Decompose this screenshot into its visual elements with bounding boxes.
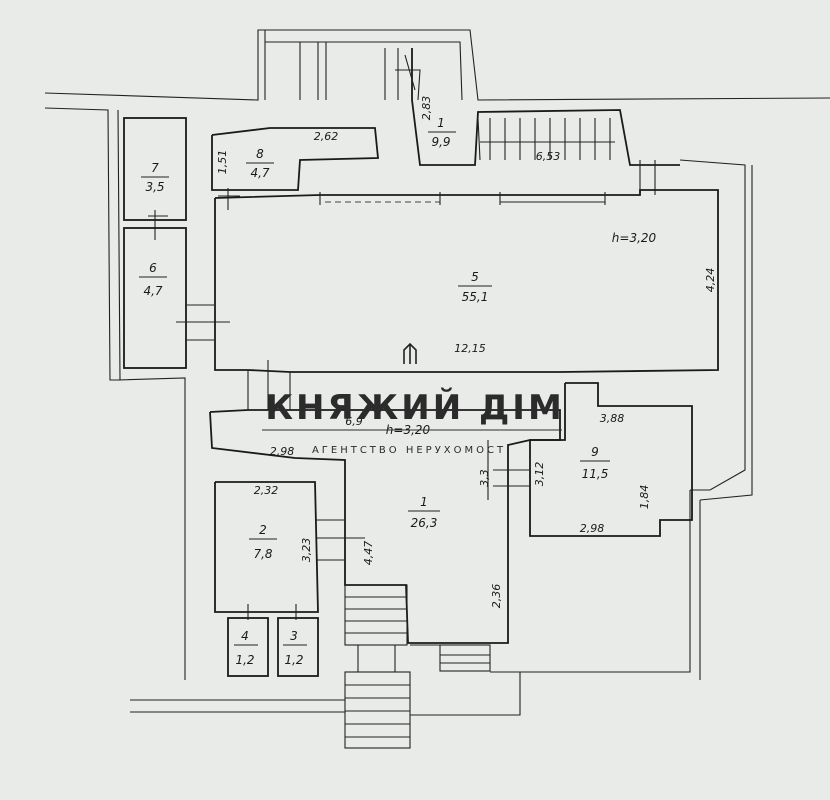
room-1-number: 1 [420, 495, 428, 509]
dim-1-51: 1,51 [216, 150, 229, 175]
room-7 [123, 117, 187, 240]
room-8-number: 8 [256, 147, 264, 161]
dim-6-53: 6,53 [536, 150, 561, 163]
room-3-number: 3 [290, 629, 298, 643]
dim-12-15: 12,15 [454, 342, 486, 355]
dim-6-9: 6,9 [345, 415, 363, 428]
room-6-number: 6 [149, 261, 157, 275]
room-8 [211, 127, 379, 210]
room-5 [214, 189, 719, 410]
stairwell-top [299, 42, 680, 195]
dim-4-47: 4,47 [362, 541, 375, 566]
room-4-number: 4 [241, 629, 249, 643]
dim-1-84: 1,84 [638, 485, 651, 510]
watermark-title: КНЯЖИЙ ДІМ [265, 387, 565, 428]
house-logo-icon [403, 342, 417, 364]
room-1-top-area: 9,9 [431, 135, 450, 149]
room-4-area: 1,2 [235, 653, 254, 667]
room-1-area: 26,3 [411, 516, 438, 530]
dim-2-98-bottom: 2,98 [580, 522, 605, 535]
room-8-area: 4,7 [250, 166, 269, 180]
dim-3-23: 3,23 [300, 538, 313, 563]
room-9-area: 11,5 [582, 467, 609, 481]
room-1 [209, 409, 561, 644]
height-room-5: h=3,20 [612, 231, 657, 245]
dim-3-88: 3,88 [600, 412, 625, 425]
watermark-subtitle: АГЕНТСТВО НЕРУХОМОСТІ [312, 445, 512, 456]
room-4 [227, 604, 269, 677]
dim-2-83: 2,83 [420, 96, 433, 121]
dim-4-24: 4,24 [704, 268, 717, 293]
dim-3-3: 3,3 [478, 469, 491, 487]
room-1-top-number: 1 [437, 116, 445, 130]
room-7-area: 3,5 [145, 180, 164, 194]
room-3 [277, 604, 319, 677]
outer-walls [44, 29, 830, 716]
dimension-labels: 2,83 2,62 1,51 6,53 4,24 12,15 3,88 6,9 … [216, 96, 717, 609]
room-7-number: 7 [151, 161, 159, 175]
room-9-number: 9 [591, 445, 599, 459]
dim-2-32: 2,32 [254, 484, 279, 497]
room-3-area: 1,2 [284, 653, 303, 667]
room-labels: 1 9,9 8 4,7 7 3,5 6 4,7 5 55,1 9 11,5 1 … [139, 116, 610, 667]
stairs-lower [344, 584, 491, 749]
room-5-number: 5 [471, 270, 479, 284]
dim-3-12: 3,12 [533, 462, 546, 487]
room-5-area: 55,1 [462, 290, 489, 304]
dim-2-36: 2,36 [490, 584, 503, 609]
room-2-number: 2 [259, 523, 267, 537]
dim-2-62: 2,62 [314, 130, 339, 143]
room-2-area: 7,8 [253, 547, 272, 561]
dim-2-98-left: 2,98 [270, 445, 295, 458]
room-2 [214, 481, 319, 613]
room-6 [123, 227, 230, 369]
watermark: КНЯЖИЙ ДІМ АГЕНТСТВО НЕРУХОМОСТІ [262, 342, 565, 456]
room-6-area: 4,7 [143, 284, 162, 298]
